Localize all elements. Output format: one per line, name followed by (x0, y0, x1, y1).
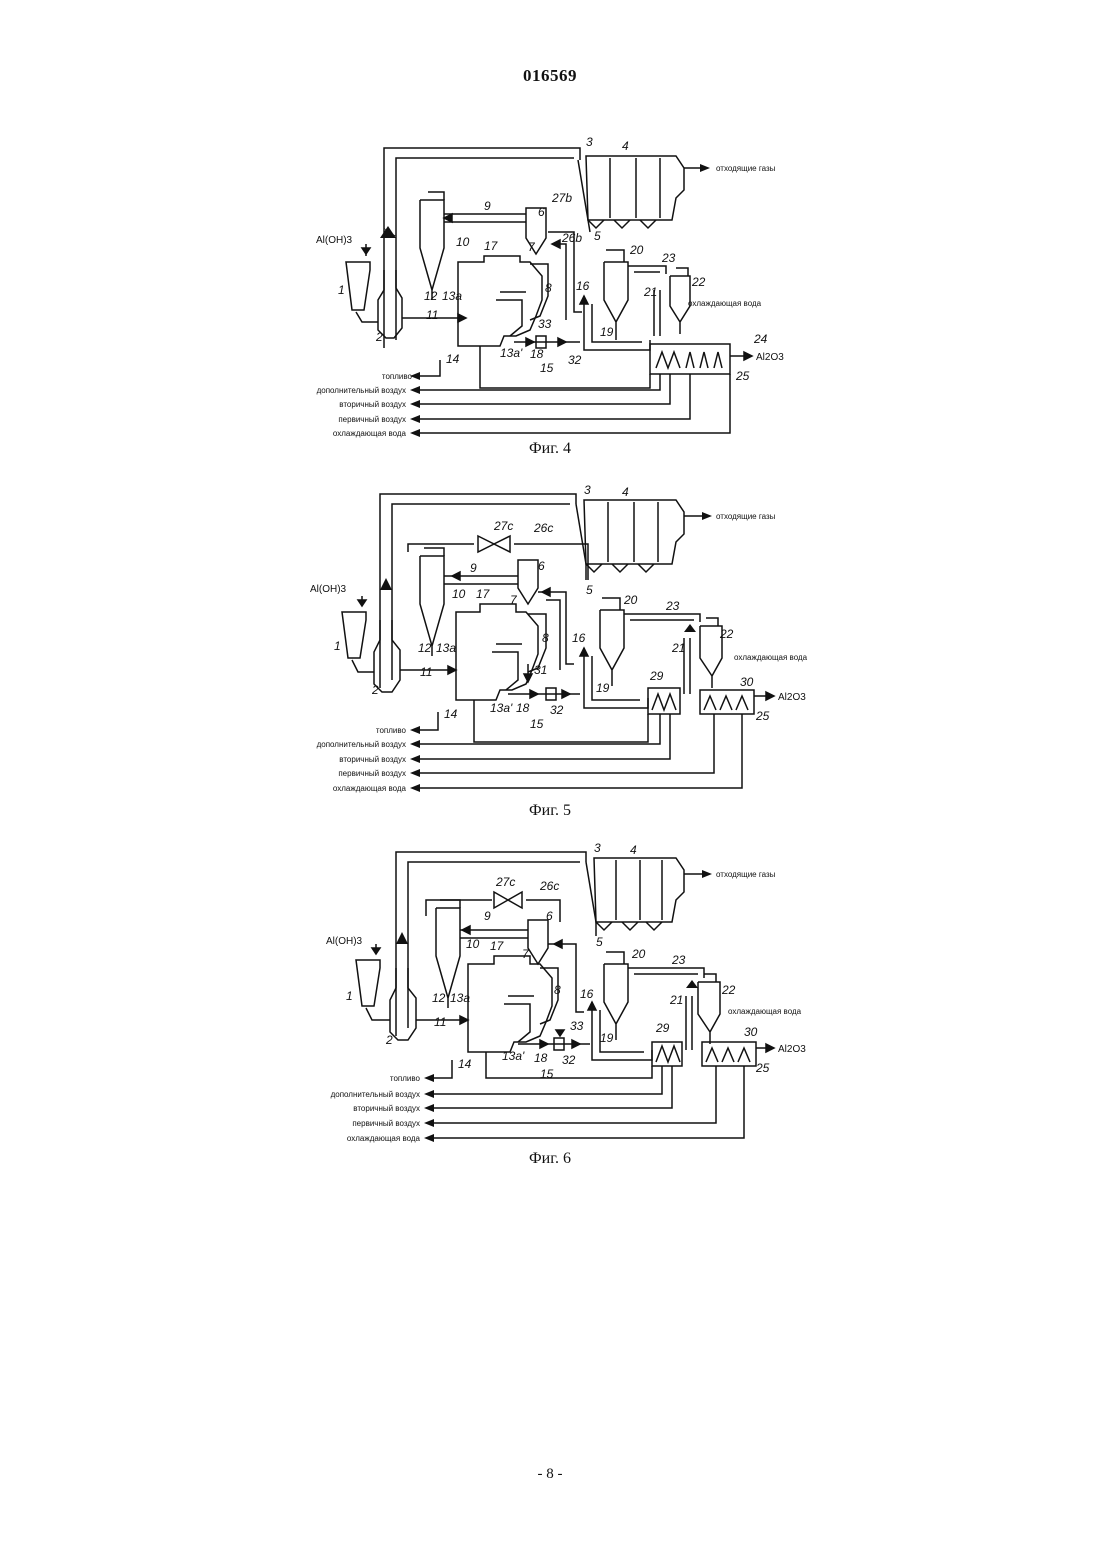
product-label: Al2O3 (778, 1044, 806, 1055)
feed-label: Al(OH)3 (326, 936, 363, 947)
ref-2: 2 (385, 1033, 393, 1047)
ref-21: 21 (669, 993, 683, 1007)
ref-25: 25 (755, 1061, 770, 1075)
ref-32: 32 (562, 1053, 576, 1067)
figure-6-caption: Фиг. 6 (0, 1150, 1100, 1168)
ref-29: 29 (655, 1021, 670, 1035)
ref-1: 1 (346, 989, 353, 1003)
line-label-primary-air: первичный воздух (352, 1119, 420, 1128)
ref-33: 33 (570, 1019, 584, 1033)
ref-11: 11 (434, 1015, 446, 1029)
line-label-secondary-air: вторичный воздух (353, 1104, 420, 1113)
ref-15: 15 (540, 1067, 554, 1081)
ref-5: 5 (596, 935, 603, 949)
ref-10: 10 (466, 937, 480, 951)
ref-9: 9 (484, 909, 491, 923)
ref-12: 12 (432, 991, 446, 1005)
line-label-cooling-water: охлаждающая вода (347, 1134, 421, 1143)
ref-8: 8 (554, 983, 561, 997)
line-label-additional-air: дополнительный воздух (331, 1090, 420, 1099)
line-label-fuel: топливо (390, 1074, 421, 1083)
ref-30: 30 (744, 1025, 758, 1039)
ref-26c: 26c (539, 879, 559, 893)
page-number: - 8 - (0, 1466, 1100, 1483)
ref-18: 18 (534, 1051, 548, 1065)
ref-16: 16 (580, 987, 594, 1001)
ref-20: 20 (631, 947, 646, 961)
ref-14: 14 (458, 1057, 472, 1071)
ref-19: 19 (600, 1031, 614, 1045)
ref-22: 22 (721, 983, 736, 997)
ref-13a: 13a (450, 991, 470, 1005)
ref-3: 3 (594, 841, 601, 855)
ref-13a-prime: 13a' (502, 1049, 525, 1063)
ref-4: 4 (630, 843, 637, 857)
ref-17: 17 (490, 939, 505, 953)
cooling-water-label: охлаждающая вода (728, 1007, 802, 1016)
outlet-gas-label: отходящие газы (716, 870, 776, 879)
ref-23: 23 (671, 953, 686, 967)
ref-27c: 27c (495, 875, 515, 889)
ref-6: 6 (546, 909, 553, 923)
